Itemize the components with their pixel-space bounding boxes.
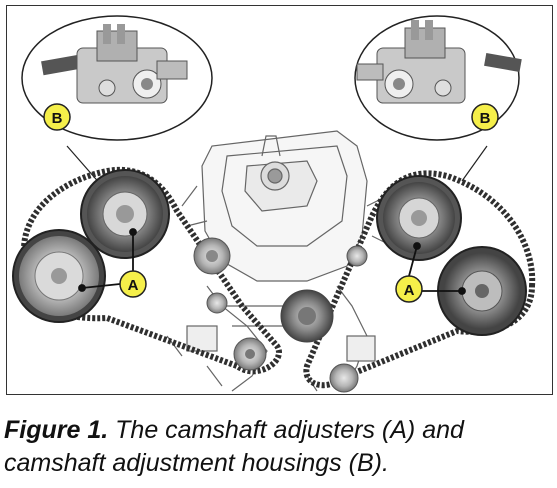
- housing-bubble-left: [21, 15, 213, 187]
- callout-b-right-label: B: [480, 110, 491, 127]
- figure-caption: Figure 1. The camshaft adjusters (A) and…: [4, 414, 556, 480]
- camshaft-adjustment-housing-right: [356, 20, 522, 104]
- figure-caption-label: Figure 1.: [4, 416, 109, 444]
- housing-bubble-right: [354, 15, 522, 182]
- engine-timing-diagram: A A B B: [12, 15, 536, 393]
- callout-b-right: B: [471, 103, 499, 131]
- figure-caption-text: The camshaft adjusters (A) and camshaft …: [4, 416, 464, 477]
- camshaft-adjuster-right-lower: [437, 246, 527, 336]
- figure-frame: A A B B: [6, 5, 553, 395]
- camshaft-adjuster-right-upper: [376, 175, 462, 261]
- callout-a-left-label: A: [128, 277, 139, 294]
- leader-lines-a: [78, 228, 466, 295]
- camshaft-adjuster-left-lower: [12, 229, 106, 323]
- callout-a-right: A: [395, 275, 423, 303]
- callout-b-left-label: B: [52, 110, 63, 127]
- idler-pulleys: [193, 237, 368, 393]
- callout-a-right-label: A: [404, 282, 415, 299]
- camshaft-adjustment-housing-left: [41, 24, 188, 104]
- callout-a-left: A: [119, 270, 147, 298]
- callout-b-left: B: [43, 103, 71, 131]
- timing-belt-right: [303, 170, 536, 389]
- camshaft-adjuster-left-upper: [80, 169, 170, 259]
